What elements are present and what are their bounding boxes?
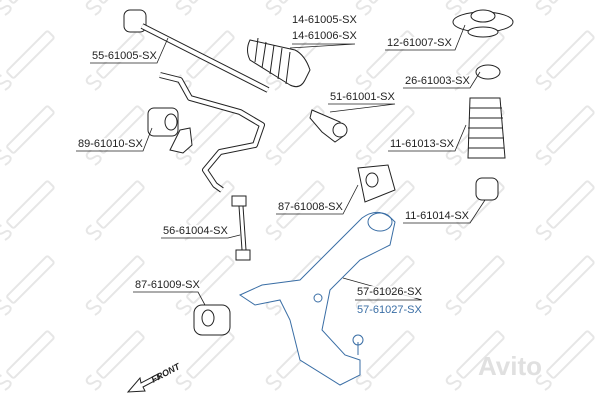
part-label: 56-61004-SX	[163, 225, 228, 237]
stellox-watermark	[0, 180, 55, 241]
stellox-watermark	[445, 0, 505, 16]
part-label: 26-61003-SX	[405, 75, 470, 87]
stellox-watermark	[535, 105, 595, 166]
stellox-watermark	[445, 180, 505, 241]
arm-bushing-front	[193, 304, 231, 336]
part-label: 89-61010-SX	[78, 138, 143, 150]
stellox-watermark	[0, 330, 55, 391]
part-label: 51-61001-SX	[330, 91, 395, 103]
bump-stop	[475, 177, 499, 201]
part-label-alt: 57-61027-SX	[357, 304, 422, 316]
part-label: 12-61007-SX	[387, 37, 452, 49]
stellox-watermark	[445, 255, 505, 316]
stellox-watermark	[85, 105, 145, 166]
part-label: 11-61013-SX	[390, 138, 455, 150]
stellox-watermark	[85, 330, 145, 391]
part-label: 55-61005-SX	[92, 50, 157, 62]
leader-lines	[76, 24, 486, 306]
stellox-watermark	[85, 180, 145, 241]
part-label: 11-61014-SX	[405, 210, 470, 222]
stabilizer-bushing	[147, 107, 193, 154]
stabilizer-bar-inner	[159, 73, 264, 192]
arm-bushing-rear	[357, 164, 396, 203]
front-arrow-icon	[126, 373, 161, 393]
stellox-watermark	[535, 330, 595, 391]
stellox-watermark	[0, 105, 55, 166]
stellox-watermark	[175, 0, 235, 16]
part-label: 87-61008-SX	[278, 201, 343, 213]
strut-mount	[452, 9, 514, 38]
bearing	[475, 64, 501, 80]
stellox-watermark	[0, 30, 55, 91]
stellox-watermark	[535, 0, 595, 16]
part-label: 87-61009-SX	[135, 279, 200, 291]
stellox-watermark	[445, 330, 505, 391]
avito-watermark: Avito	[478, 351, 543, 381]
steering-boot	[247, 37, 311, 88]
stellox-watermark	[535, 180, 595, 241]
control-arm	[238, 211, 396, 386]
stabilizer-link	[231, 195, 251, 261]
stellox-watermark	[85, 255, 145, 316]
stellox-watermark	[85, 0, 145, 16]
part-label: 14-61006-SX	[292, 30, 357, 42]
stellox-watermark	[0, 255, 55, 316]
stellox-watermark	[265, 0, 325, 16]
stellox-watermark	[175, 255, 235, 316]
stellox-watermark	[355, 105, 415, 166]
tie-rod	[123, 9, 270, 93]
stellox-watermark	[0, 0, 55, 16]
part-label: 14-61005-SX	[292, 14, 357, 26]
stellox-watermark	[355, 330, 415, 391]
tie-rod-end	[309, 109, 348, 143]
shock-boot	[467, 97, 506, 159]
part-label: 57-61026-SX	[357, 286, 422, 298]
stellox-watermark	[355, 30, 415, 91]
stellox-watermark	[265, 105, 325, 166]
stellox-watermark	[535, 30, 595, 91]
stellox-watermark	[535, 255, 595, 316]
stellox-watermark	[175, 330, 235, 391]
stellox-watermark	[355, 0, 415, 16]
